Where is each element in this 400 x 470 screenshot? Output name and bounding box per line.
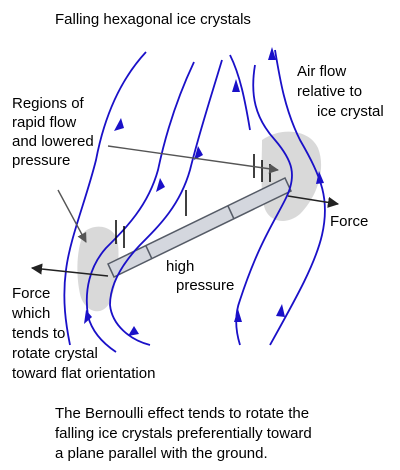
flow-arrow-10 <box>276 304 285 317</box>
flow-line-left-inner <box>85 61 195 353</box>
force-arrow-right <box>287 195 340 208</box>
flow-arrow-3 <box>194 146 203 160</box>
flow-arrow-6 <box>268 47 276 60</box>
flow-line-right-inner <box>235 64 293 346</box>
flow-arrow-1 <box>114 118 124 131</box>
force-right-label: Force <box>330 213 368 230</box>
force-left-label: Force which tends to rotate crystal towa… <box>11 285 155 382</box>
regions-label: Regions of rapid flow and lowered pressu… <box>12 95 98 169</box>
flow-arrow-8 <box>316 171 324 184</box>
flow-line-left-outer <box>63 51 147 346</box>
caption: The Bernoulli effect tends to rotate the… <box>55 405 316 462</box>
high-pressure-label: high pressure <box>166 258 234 294</box>
flow-line-left-third <box>109 59 223 346</box>
pointer-to-right-region <box>107 145 279 174</box>
flow-line-right-third <box>229 54 251 131</box>
flow-arrowheads <box>84 47 324 336</box>
flow-arrow-5 <box>128 326 139 336</box>
flow-arrow-2 <box>156 178 165 192</box>
airflow-label: Air flow relative to ice crystal <box>297 63 384 120</box>
flow-arrow-7 <box>232 79 240 92</box>
flow-arrow-4 <box>84 310 92 324</box>
flow-arrow-9 <box>234 309 242 322</box>
ice-crystal <box>107 176 292 279</box>
pointer-to-left-region <box>57 189 87 243</box>
force-arrow-left <box>30 263 109 277</box>
diagram-title: Falling hexagonal ice crystals <box>55 11 251 28</box>
flow-line-right-outer <box>269 49 326 346</box>
airflow-lines <box>63 49 326 353</box>
